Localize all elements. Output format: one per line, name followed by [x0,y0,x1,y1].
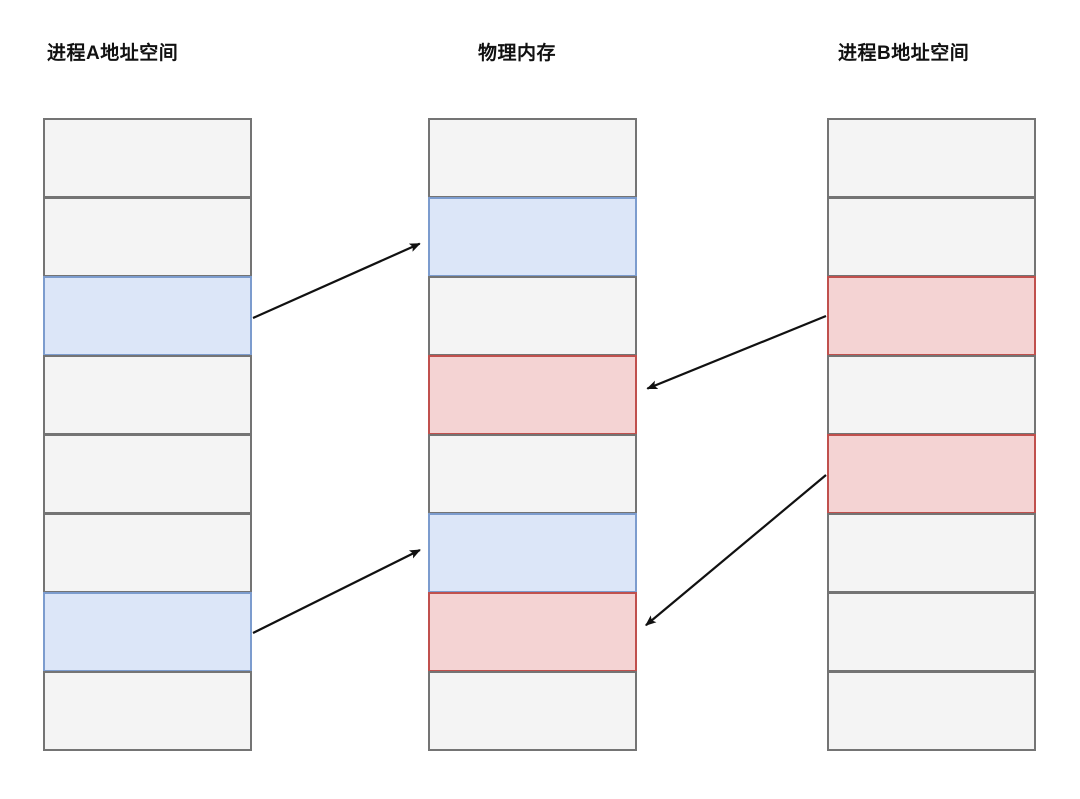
memory-cell-physical-memory-6 [428,513,637,593]
memory-cell-physical-memory-3 [428,276,637,356]
memory-cell-process-b-8 [827,671,1036,751]
memory-cell-physical-memory-8 [428,671,637,751]
memory-cell-physical-memory-1 [428,118,637,198]
memory-cell-process-b-4 [827,355,1036,435]
memory-cell-process-a-6 [43,513,252,593]
memory-cell-process-a-5 [43,434,252,514]
memory-cell-process-b-7 [827,592,1036,672]
memory-cell-process-a-4 [43,355,252,435]
mapping-arrow-b-red3-to-mem-red4 [646,314,827,390]
memory-cell-process-b-2 [827,197,1036,277]
memory-cell-physical-memory-5 [428,434,637,514]
memory-cell-process-b-6 [827,513,1036,593]
memory-cell-process-a-8 [43,671,252,751]
memory-cell-physical-memory-4 [428,355,637,435]
memory-column-physical-memory [428,118,637,751]
memory-cell-process-b-1 [827,118,1036,198]
column-title-process-b: 进程B地址空间 [838,43,970,64]
mapping-arrow-b-red5-to-mem-red7 [645,474,827,627]
memory-column-process-b [827,118,1036,751]
memory-cell-process-a-3 [43,276,252,356]
memory-column-process-a [43,118,252,751]
memory-cell-process-b-3 [827,276,1036,356]
column-title-physical-memory: 物理内存 [478,43,557,64]
memory-cell-process-a-7 [43,592,252,672]
column-title-process-a: 进程A地址空间 [47,43,179,64]
memory-cell-process-b-5 [827,434,1036,514]
mapping-arrow-a-blue3-to-mem-blue2 [252,242,421,320]
memory-cell-physical-memory-2 [428,197,637,277]
memory-cell-process-a-1 [43,118,252,198]
mapping-arrow-a-blue7-to-mem-blue6 [252,549,421,634]
memory-cell-physical-memory-7 [428,592,637,672]
memory-cell-process-a-2 [43,197,252,277]
